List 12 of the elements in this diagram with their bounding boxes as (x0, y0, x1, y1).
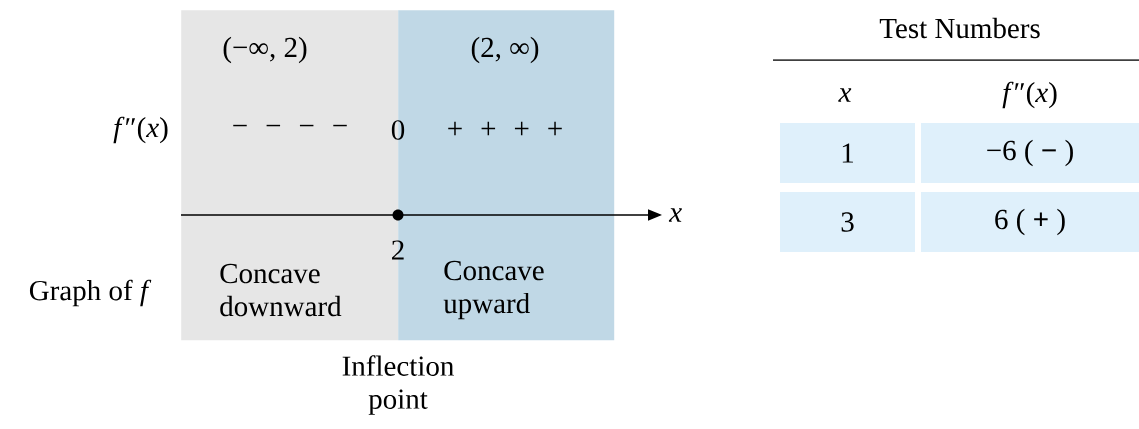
axis-label: x (668, 208, 682, 222)
sign-marks: + + + + (448, 121, 562, 136)
column-header: x (838, 88, 852, 102)
table-cell: 1 (780, 123, 915, 183)
table-title: Test Numbers (879, 17, 1040, 39)
table-cell: 3 (780, 192, 915, 252)
sign-marks: − − − − (233, 124, 347, 127)
row-label: Graph of f (29, 279, 152, 307)
column-header: f″(x) (1002, 81, 1057, 109)
table-cell: −6 ( − ) (921, 123, 1139, 183)
annotation: Inflection point (342, 355, 454, 415)
table-cell: 6 ( + ) (921, 192, 1139, 252)
